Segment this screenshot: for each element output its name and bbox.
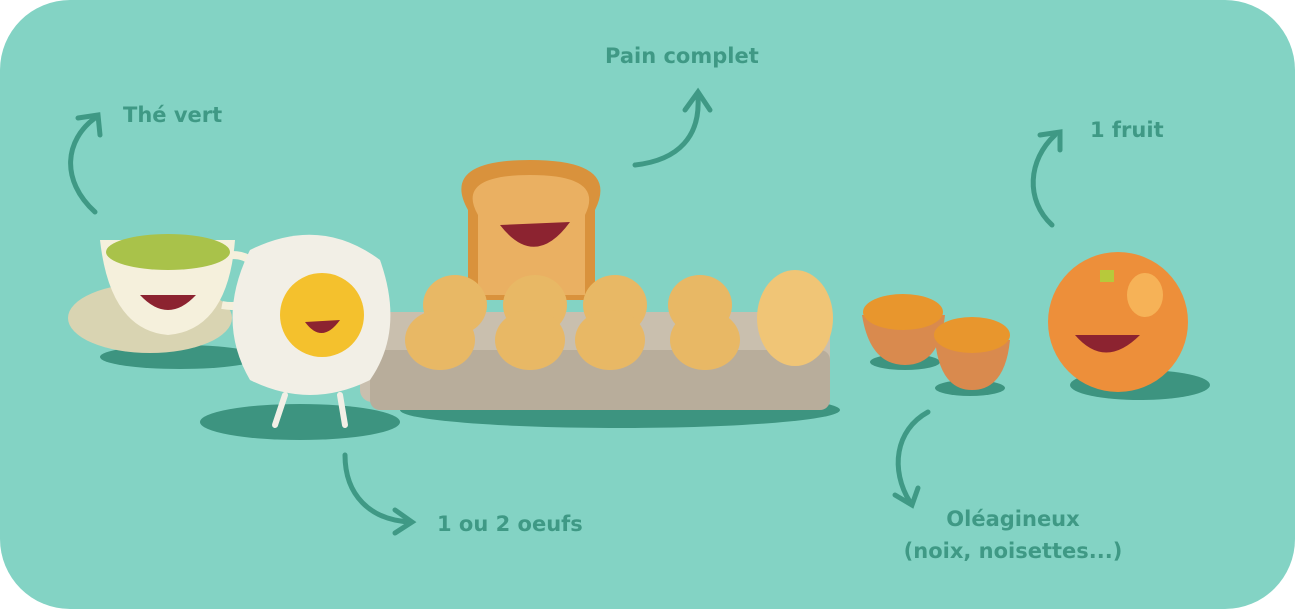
label-whole-bread: Pain complet	[605, 44, 759, 68]
orange	[1048, 252, 1188, 392]
label-green-tea: Thé vert	[123, 103, 223, 127]
arrow-nuts-icon	[892, 409, 931, 509]
arrow-eggs-icon	[342, 452, 417, 536]
arrow-tea-icon	[68, 112, 103, 215]
label-eggs: 1 ou 2 oeufs	[437, 512, 583, 536]
egg-carton	[360, 270, 833, 410]
nuts-bowls	[862, 294, 1010, 390]
egg-shadow	[200, 404, 400, 440]
label-nuts: Oléagineux (noix, noisettes...)	[904, 503, 1123, 567]
fried-egg	[232, 234, 391, 428]
arrow-bread-icon	[632, 87, 713, 168]
label-nuts-line1: Oléagineux	[946, 507, 1080, 531]
arrow-fruit-icon	[1030, 129, 1063, 228]
toast	[461, 160, 601, 300]
label-fruit: 1 fruit	[1090, 118, 1164, 142]
label-nuts-line2: (noix, noisettes...)	[903, 539, 1123, 563]
tea-cup	[68, 234, 261, 353]
